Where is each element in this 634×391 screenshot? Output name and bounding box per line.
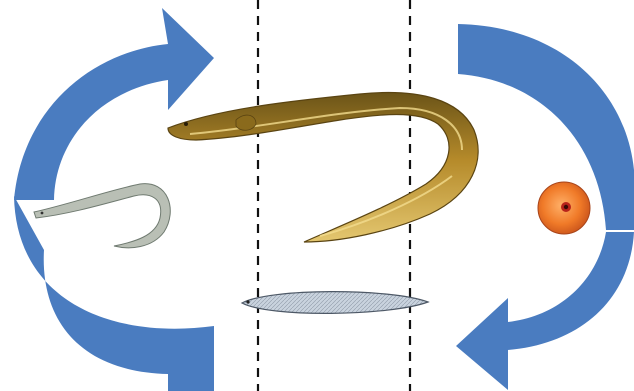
arrow-lower-right (456, 232, 634, 390)
egg-icon (538, 182, 590, 234)
arrow-lower-left (14, 196, 214, 391)
arrow-upper-left (14, 8, 214, 200)
adult-eel-icon (168, 93, 478, 243)
glass-eel-icon (34, 184, 170, 248)
leptocephalus-icon (242, 292, 428, 314)
